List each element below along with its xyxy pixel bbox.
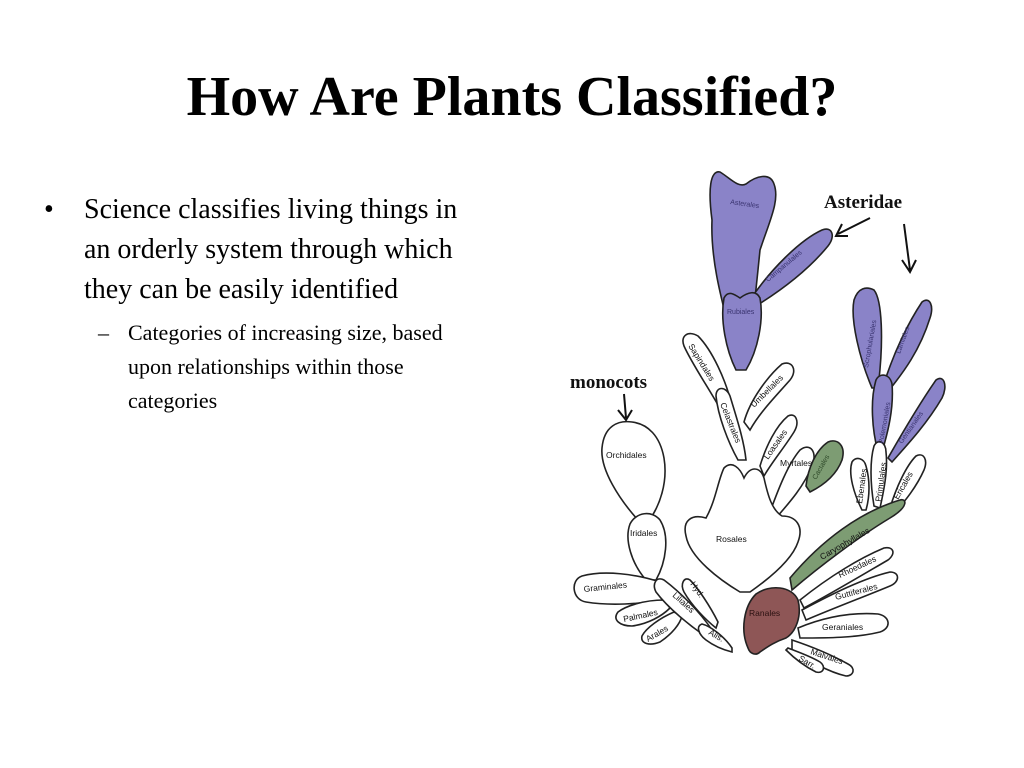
- lobe-rosales: [684, 463, 801, 593]
- sub-bullet-text: Categories of increasing size, based upo…: [128, 320, 443, 413]
- group-label-asteridae: Asteridae: [824, 192, 902, 213]
- label-ranales: Ranales: [749, 608, 780, 618]
- lobe-lamiales: [881, 299, 933, 396]
- lobe-ericales: [889, 454, 927, 516]
- lobe-arales: [640, 611, 683, 645]
- plant-classification-tree: Asterales Campanulales Rubiales Scrophul…: [570, 171, 946, 677]
- lobe-alis: [697, 623, 733, 654]
- slide-title: How Are Plants Classified?: [186, 66, 838, 128]
- bullet-symbol: •: [44, 194, 54, 225]
- lobe-celastrales: [715, 387, 747, 461]
- lobe-orchidales: [601, 420, 666, 523]
- lobe-umbellales: [743, 362, 795, 432]
- label-ebenales: Ebenales: [854, 468, 869, 504]
- lobe-guttiferales: [800, 571, 899, 622]
- lobe-loasales: [759, 414, 798, 478]
- lobe-cactales: [805, 440, 844, 494]
- lobe-rubiales: [721, 291, 763, 371]
- lobe-caryophyllales: [789, 498, 906, 592]
- label-rubiales: Rubiales: [727, 309, 755, 316]
- label-geraniales: Geraniales: [822, 622, 863, 632]
- label-asterales: Asterales: [730, 199, 760, 210]
- lobe-rhoedales: [798, 546, 894, 610]
- lobe-polemoniales: [871, 374, 894, 453]
- label-orchidales: Orchidales: [606, 450, 647, 460]
- sub-bullet-item: – Categories of increasing size, based u…: [40, 316, 480, 418]
- lobe-ranales: [743, 587, 801, 655]
- bullet-list: • Science classifies living things in an…: [40, 190, 480, 418]
- group-label-monocots: monocots: [570, 372, 647, 393]
- arrow-monocots: [617, 393, 633, 422]
- lobe-palmales: [615, 599, 672, 627]
- lobe-myrtales: [769, 446, 815, 520]
- lobe-geraniales: [797, 612, 889, 639]
- lobe-gentianales: [887, 377, 946, 464]
- label-rosales: Rosales: [716, 534, 747, 544]
- arrow-asteridae-left: [834, 217, 871, 237]
- label-myrtales: Myrtales: [780, 458, 812, 468]
- arrow-asteridae-right: [901, 223, 917, 274]
- bullet-item: • Science classifies living things in an…: [40, 190, 480, 310]
- bullet-text: Science classifies living things in an o…: [84, 194, 458, 305]
- lobe-campanulales: [748, 228, 834, 308]
- lobe-ebenales: [849, 457, 870, 511]
- lobe-sarr: [784, 647, 825, 674]
- lobe-graminales: [573, 572, 663, 605]
- label-graminales: Graminales: [583, 580, 627, 594]
- lobe-hyd: [681, 578, 719, 630]
- lobe-liliales: [653, 578, 713, 640]
- label-iridales: Iridales: [630, 528, 657, 538]
- lobe-iridales: [627, 512, 667, 581]
- lobe-primulales: [870, 440, 888, 510]
- lobe-scrophulariales: [852, 287, 883, 389]
- sub-bullet-symbol: –: [98, 320, 109, 345]
